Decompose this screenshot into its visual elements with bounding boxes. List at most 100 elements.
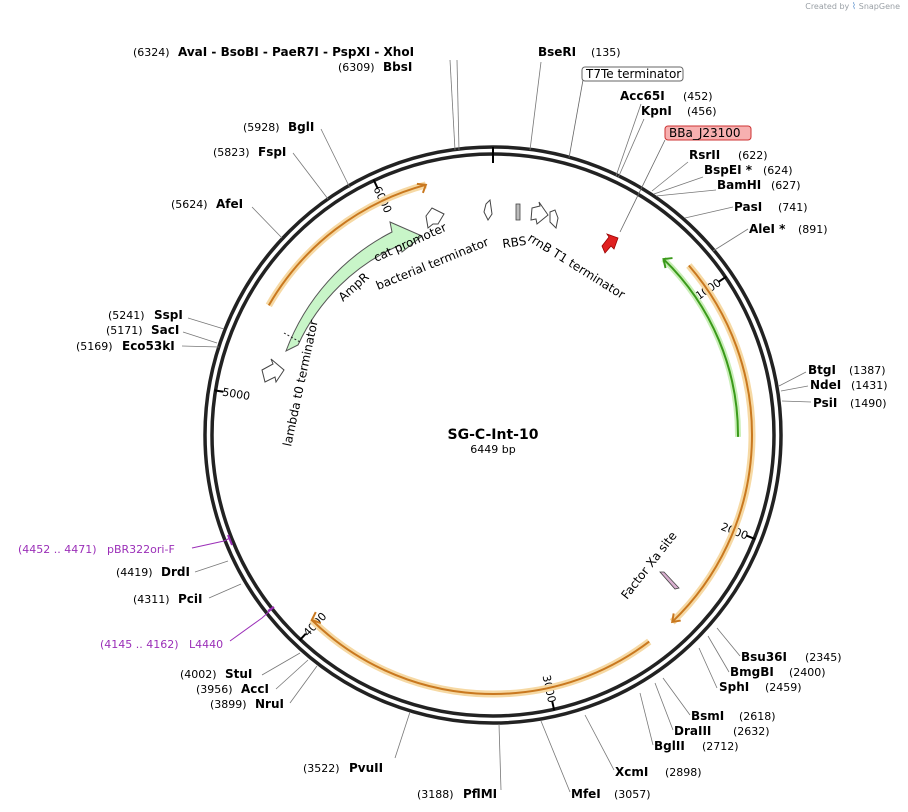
- green-arc: [662, 258, 739, 437]
- site-name-bbsi: BbsI: [383, 60, 412, 74]
- primer-pbr322ori-f: (4452 .. 4471) pBR322ori-F: [18, 534, 233, 556]
- leader-acc65i: [615, 103, 642, 177]
- site-name-xhoi: AvaI - BsoBI - PaeR7I - PspXI - XhoI: [178, 45, 414, 59]
- leader-afei: [251, 206, 283, 239]
- site-name-bspei: BspEI *: [704, 163, 753, 177]
- leader-kpni: [617, 118, 645, 179]
- rbs-label: RBS: [501, 234, 527, 251]
- cds-arc-bottom: [311, 619, 650, 695]
- site-pos-nrui: (3899): [210, 698, 247, 711]
- site-name-kpni: KpnI: [641, 104, 672, 118]
- l4440-pos: (4145 .. 4162): [100, 638, 179, 651]
- site-pos-acc65i: (452): [683, 90, 713, 103]
- tick-5000: [214, 389, 224, 393]
- site-pos-fspi: (5823): [213, 146, 250, 159]
- tick-label-5000: 5000: [221, 386, 251, 403]
- site-pos-bsu36i: (2345): [805, 651, 842, 664]
- t7te-label: T7Te terminator: [585, 67, 681, 81]
- cds-arc-right-arrowhead: [671, 613, 681, 624]
- site-pos-bgli: (5928): [243, 121, 280, 134]
- tick-2000: [746, 534, 756, 540]
- bba-j23100-tag: BBa_J23100: [619, 125, 752, 233]
- site-pos-kpni: (456): [687, 105, 717, 118]
- site-name-rsrii: RsrII: [689, 148, 720, 162]
- pbr322-name: pBR322ori-F: [107, 543, 175, 556]
- site-name-bmgbi: BmgBI: [730, 665, 774, 679]
- factor-xa-label: Factor Xa site: [618, 529, 679, 602]
- cds-arc-right: [671, 264, 753, 623]
- leader-xcmi: [584, 714, 615, 771]
- site-pos-pvuii: (3522): [303, 762, 340, 775]
- site-name-nrui: NruI: [255, 697, 284, 711]
- site-name-fspi: FspI: [258, 145, 286, 159]
- bba-promoter-arrow: [601, 233, 619, 254]
- tick-1000: [718, 275, 727, 283]
- site-name-bgli: BglI: [288, 120, 314, 134]
- site-name-afei: AfeI: [216, 197, 243, 211]
- feature-arcs: [265, 181, 756, 698]
- cds-arc-left-arrowhead: [416, 182, 428, 194]
- site-name-sphi: SphI: [719, 680, 749, 694]
- leader-stui: [261, 652, 301, 676]
- leader-sspi: [187, 317, 225, 330]
- ampr-arrow: [285, 221, 423, 353]
- leader-pasi: [684, 206, 734, 219]
- pbr322-pos: (4452 .. 4471): [18, 543, 97, 556]
- cds-arc-left: [267, 183, 427, 306]
- credit-prefix: Created by: [805, 2, 850, 11]
- tick-6000: [372, 179, 379, 189]
- site-pos-bmgbi: (2400): [789, 666, 826, 679]
- site-pos-sphi: (2459): [765, 681, 802, 694]
- leader-xhoi: [449, 59, 456, 151]
- leader-pcii: [208, 583, 242, 599]
- site-name-drdi: DrdI: [161, 565, 190, 579]
- site-name-alei: AleI *: [749, 222, 786, 236]
- bba-label: BBa_J23100: [669, 126, 741, 140]
- site-pos-psii: (1490): [850, 397, 887, 410]
- site-name-stui: StuI: [225, 667, 252, 681]
- tick-4000: [298, 633, 307, 641]
- site-pos-drdi: (4419): [116, 566, 153, 579]
- leader-bamhi: [655, 189, 717, 197]
- site-pos-rsrii: (622): [738, 149, 768, 162]
- cat-promoter-icon: [425, 207, 445, 229]
- leader-mfei: [540, 720, 571, 793]
- site-name-eco53ki: Eco53kI: [122, 339, 175, 353]
- leader-psii: [781, 400, 812, 403]
- site-name-bamhi: BamHI: [717, 178, 761, 192]
- site-name-bglii: BglII: [654, 739, 685, 753]
- green-arc-arrowhead: [662, 257, 673, 269]
- site-pos-bsmi: (2618): [739, 710, 776, 723]
- site-pos-afei: (5624): [171, 198, 208, 211]
- site-name-draiii: DraIII: [674, 724, 711, 738]
- site-name-btgi: BtgI: [808, 363, 836, 377]
- leader-bspei: [653, 176, 704, 195]
- lambda-terminator-icon: [261, 358, 285, 384]
- rrnb-terminator-icon: [530, 201, 549, 225]
- site-pos-alei: (891): [798, 223, 828, 236]
- leader-bmgbi: [707, 635, 730, 673]
- leader-pflmi: [498, 723, 502, 791]
- leader-draiii: [654, 682, 674, 731]
- t7te-terminator-tag: T7Te terminator: [568, 66, 684, 159]
- site-pos-saci: (5171): [106, 324, 143, 337]
- site-name-pasi: PasI: [734, 200, 762, 214]
- leader-bsu36i: [716, 627, 741, 657]
- site-pos-bseri: (135): [591, 46, 621, 59]
- factor-xa-site-icon: [659, 571, 680, 590]
- site-name-acc65i: Acc65I: [620, 89, 665, 103]
- leader-bgli: [320, 128, 351, 189]
- leader-saci: [182, 331, 218, 344]
- leader-rsrii: [651, 161, 689, 192]
- site-pos-mfei: (3057): [614, 788, 651, 801]
- leader-eco53ki: [181, 345, 220, 348]
- site-name-saci: SacI: [151, 323, 179, 337]
- site-pos-bglii: (2712): [702, 740, 739, 753]
- site-pos-bspei: (624): [763, 164, 793, 177]
- site-name-psii: PsiI: [813, 396, 837, 410]
- site-name-bseri: BseRI: [538, 45, 576, 59]
- site-name-ndei: NdeI: [810, 378, 841, 392]
- site-pos-btgi: (1387): [849, 364, 886, 377]
- rrnb-terminator-icon-2: [549, 209, 559, 230]
